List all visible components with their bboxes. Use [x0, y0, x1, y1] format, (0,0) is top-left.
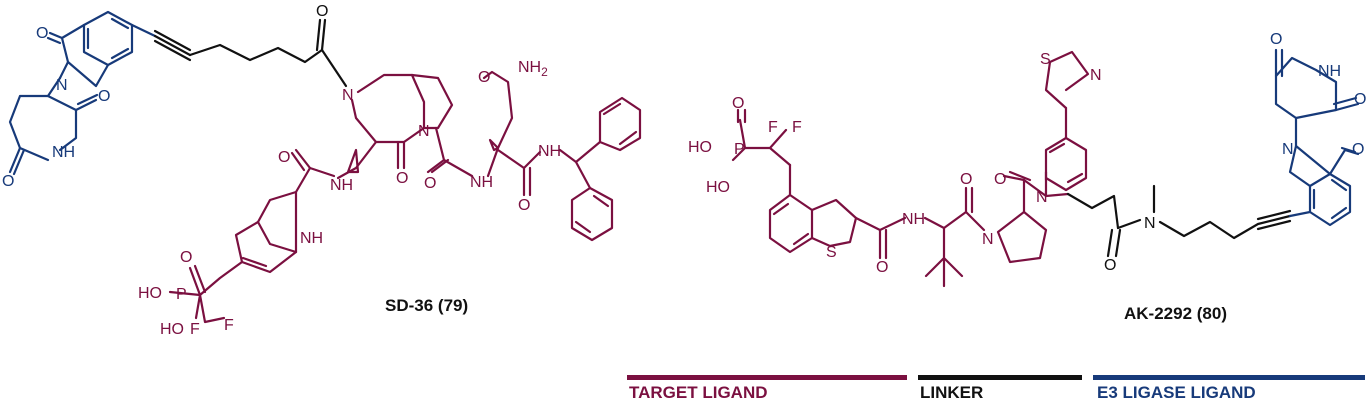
ak-amide-nh-label: NH: [902, 211, 925, 228]
ak-thiazole-s-label: S: [1040, 51, 1051, 68]
ak2292-target-ligand: O HO P HO F F S O NH O N O N S N: [688, 50, 1102, 288]
ak-p-oxo-label: O: [732, 95, 744, 112]
legend-target-label: TARGET LIGAND: [629, 383, 768, 402]
sd36-e3-oxo3-label: O: [2, 173, 14, 190]
ak-p-ho1-label: HO: [688, 139, 712, 156]
sd36-target-ligand: O NH N O N O NH O NH2 O NH NH O HO P HO …: [138, 59, 642, 338]
ak-e3-oxo3-label: O: [1352, 141, 1364, 158]
sd36-p-ho1-label: HO: [138, 285, 162, 302]
sd36-gln-nh-label: NH: [470, 174, 493, 191]
legend-linker-line: [918, 375, 1082, 380]
sd36-linker: O: [153, 3, 348, 88]
ak-oxo3-label: O: [994, 171, 1006, 188]
sd36-e3-oxo-label: O: [36, 25, 48, 42]
legend-e3-line: [1093, 375, 1365, 380]
ak-linker-oxo-label: O: [1104, 257, 1116, 274]
ak-oxo2-label: O: [960, 171, 972, 188]
ak-s-label: S: [826, 244, 837, 261]
ak2292-linker: O N: [1066, 184, 1292, 274]
ak-e3-n-label: N: [1282, 141, 1294, 158]
ak-f1-label: F: [768, 119, 778, 136]
legend-e3-label: E3 LIGASE LIGAND: [1097, 383, 1256, 402]
sd36-p-ho2-label: HO: [160, 321, 184, 338]
sd36-linker-oxo-label: O: [316, 3, 328, 20]
ak-pro-n-label: N: [982, 231, 994, 248]
sd36-amide-oxo-label: O: [278, 149, 290, 166]
sd36-e3-ligand: O N O NH O: [2, 10, 157, 190]
sd36-nh2-label: NH2: [518, 59, 548, 79]
ak-e3-oxo2-label: O: [1354, 91, 1366, 108]
ak-linker-n-label: N: [1144, 215, 1156, 232]
sd36-amide2-nh-label: NH: [538, 143, 561, 160]
sd36-amide-nh-label: NH: [330, 177, 353, 194]
ak-e3-oxo1-label: O: [1270, 31, 1282, 48]
sd36-gln-oxo-label: O: [478, 69, 490, 86]
sd36-e3-n-label: N: [56, 77, 68, 94]
sd36-structure: O N O NH O O: [2, 3, 642, 338]
ak2292-e3-ligand: O NH O N O: [1270, 31, 1366, 227]
ak-e3-nh-label: NH: [1318, 63, 1341, 80]
sd36-f2-label: F: [224, 317, 234, 334]
sd36-indole-nh-label: NH: [300, 230, 323, 247]
sd36-pro-n-label: N: [418, 123, 430, 140]
sd36-p-label: P: [176, 286, 187, 303]
ak-amide-oxo-label: O: [876, 259, 888, 276]
legend-target-line: [627, 375, 907, 380]
ak2292-compound-name: AK-2292 (80): [1124, 304, 1227, 323]
ak2292-structure: O HO P HO F F S O NH O N O N S N O N: [688, 31, 1366, 323]
sd36-pro-oxo-label: O: [424, 175, 436, 192]
sd36-ring-n-label: N: [342, 87, 354, 104]
sd36-compound-name: SD-36 (79): [385, 296, 468, 315]
sd36-p-oxo-label: O: [180, 249, 192, 266]
ak-p-ho2-label: HO: [706, 179, 730, 196]
sd36-f1-label: F: [190, 321, 200, 338]
ak-thiazole-n-label: N: [1090, 67, 1102, 84]
sd36-ring-oxo-label: O: [396, 170, 408, 187]
legend-linker-label: LINKER: [920, 383, 984, 402]
sd36-e3-oxo2-label: O: [98, 88, 110, 105]
sd36-e3-nh-label: NH: [52, 144, 75, 161]
ak-aryl-n-label: N: [1036, 189, 1048, 206]
sd36-amide2-oxo-label: O: [518, 197, 530, 214]
ak-p-label: P: [734, 141, 745, 158]
ak-f2-label: F: [792, 119, 802, 136]
